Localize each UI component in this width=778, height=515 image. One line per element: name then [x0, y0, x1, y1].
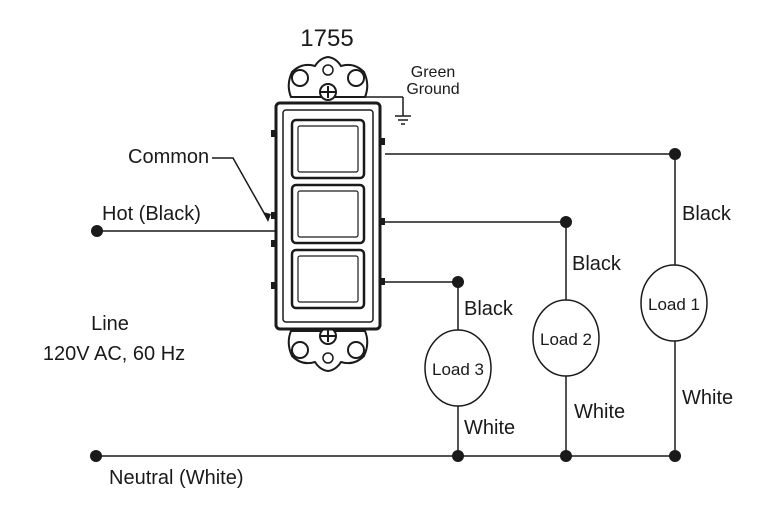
ground-label-line2: Ground — [406, 81, 459, 98]
ground-connection — [365, 96, 411, 125]
neutral-label: Neutral (White) — [109, 467, 243, 489]
load-1-circuit: Load 1 Black White — [385, 148, 733, 462]
load-1-white-label: White — [682, 387, 733, 409]
hot-label: Hot (Black) — [102, 203, 201, 225]
line-label: Line — [91, 313, 129, 335]
device-1755 — [271, 55, 385, 373]
load-2-circuit: Load 2 Black White — [385, 216, 625, 462]
load-2-label: Load 2 — [540, 330, 592, 349]
load-1-black-wire — [385, 153, 676, 266]
load-2-black-wire — [385, 221, 567, 300]
device-frame — [282, 109, 374, 323]
load-3-black-label: Black — [464, 298, 514, 320]
switch-rocker-1 — [290, 118, 366, 180]
load-1-label: Load 1 — [648, 295, 700, 314]
load-3-white-label: White — [464, 417, 515, 439]
load-3-circuit: Load 3 Black White — [385, 276, 515, 462]
top-mounting-strap — [287, 55, 369, 101]
line-voltage-label: 120V AC, 60 Hz — [43, 343, 185, 365]
switch-rocker-2 — [290, 183, 366, 245]
bottom-mounting-strap — [287, 327, 369, 373]
load-2-white-label: White — [574, 401, 625, 423]
common-label: Common — [128, 146, 209, 168]
model-number: 1755 — [300, 25, 353, 52]
load-1-circle — [640, 264, 708, 342]
load-2-black-label: Black — [572, 253, 622, 275]
ground-label-line1: Green — [411, 64, 455, 81]
load-3-label: Load 3 — [432, 360, 484, 379]
hot-terminal-dot — [91, 225, 103, 237]
switch-rocker-3 — [290, 248, 366, 310]
common-arrowhead — [263, 212, 271, 222]
load-1-black-label: Black — [682, 203, 732, 225]
common-leader — [212, 157, 269, 221]
side-terminals — [271, 130, 385, 289]
load-3-black-wire — [385, 281, 459, 330]
neutral-terminal-dot — [90, 450, 102, 462]
